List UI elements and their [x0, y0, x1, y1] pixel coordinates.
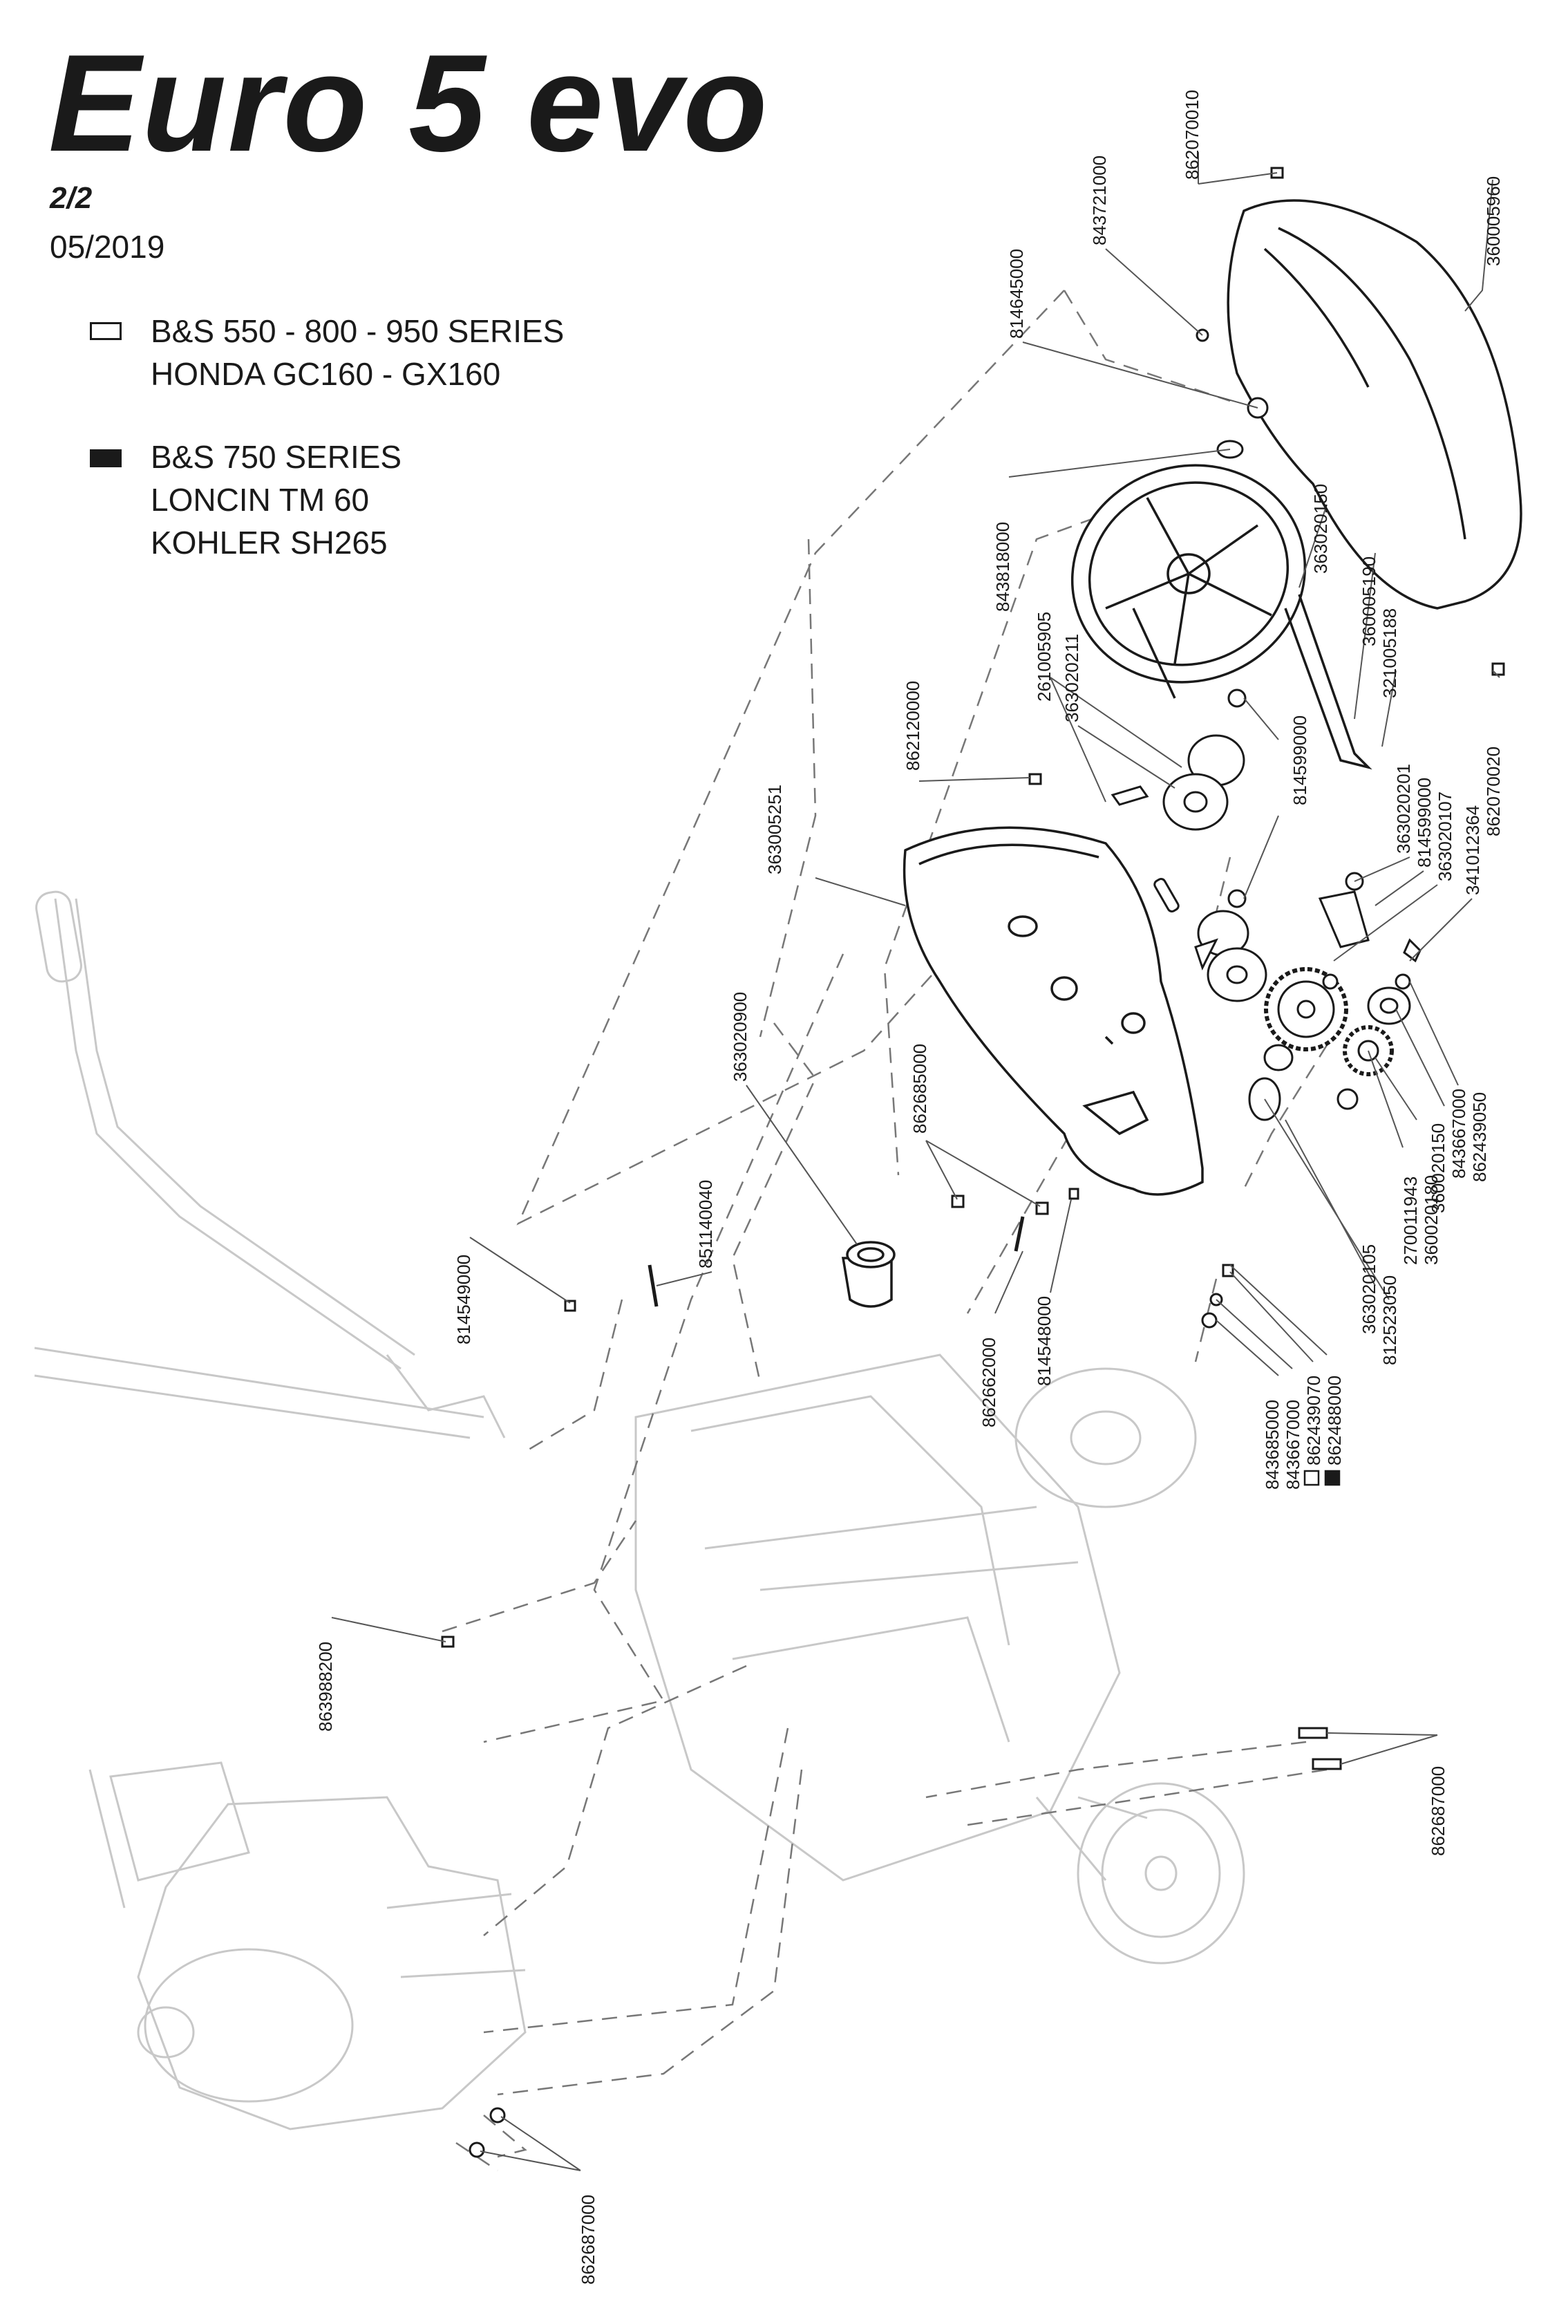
part-label: 862439050 [1469, 1092, 1490, 1182]
part-label: 321005188 [1379, 608, 1400, 698]
legend-open-line-1: B&S 550 - 800 - 950 SERIES [151, 313, 565, 349]
legend-filled-line-3: KOHLER SH265 [151, 525, 388, 561]
part-label: 814549000 [453, 1255, 474, 1344]
legend-open-line-2: HONDA GC160 - GX160 [151, 356, 501, 392]
part-label: 360005190 [1359, 556, 1379, 646]
part-label: 862120000 [903, 681, 923, 771]
ghost-machine [34, 890, 1245, 2130]
part-label: 862070010 [1182, 90, 1202, 180]
part-label: 862685000 [909, 1044, 930, 1134]
part-label: 843667000 [1448, 1089, 1469, 1179]
part-labels: 862070010 843721000 814645000 360005960 … [315, 90, 1504, 2285]
part-label: 814599000 [1414, 778, 1435, 868]
variant-markers [1303, 1470, 1341, 1486]
model-title: Euro 5 evo [48, 26, 769, 180]
open-swatch-icon [90, 322, 122, 340]
page-number: 2/2 [50, 181, 93, 215]
part-label: 862662000 [979, 1338, 999, 1427]
revision-date: 05/2019 [50, 229, 165, 265]
leader-lines [331, 152, 1500, 2171]
part-label: 843721000 [1089, 156, 1110, 245]
drive-belt [1284, 594, 1372, 770]
drive-pulley [1070, 464, 1307, 699]
part-label: 843667000 [1283, 1400, 1303, 1490]
part-label: 862070020 [1483, 747, 1504, 836]
legend-filled-line-1: B&S 750 SERIES [151, 439, 402, 475]
filled-swatch-icon [90, 449, 122, 467]
part-label: 862488000 [1324, 1376, 1345, 1465]
part-label: 862439070 [1303, 1376, 1324, 1465]
part-label: 363020107 [1435, 791, 1455, 881]
part-label: 363020150 [1310, 484, 1331, 574]
part-label: 341012364 [1462, 805, 1483, 895]
idler-parts [1111, 688, 1370, 1002]
part-label: 812523050 [1379, 1275, 1400, 1365]
gear-set [1248, 938, 1421, 1121]
part-label: 843685000 [1262, 1400, 1283, 1490]
part-label: 814599000 [1290, 715, 1310, 805]
inner-casing [903, 826, 1204, 1196]
part-label: 814645000 [1006, 249, 1027, 339]
filled-variant-icon [1324, 1470, 1341, 1486]
part-label: 862687000 [1428, 1766, 1448, 1856]
part-label: 851140040 [695, 1180, 716, 1268]
part-label: 363020900 [730, 992, 750, 1082]
part-label: 363020211 [1061, 634, 1082, 722]
part-label: 862687000 [578, 2195, 598, 2285]
legend-filled-group: B&S 750 SERIES LONCIN TM 60 KOHLER SH265 [151, 435, 402, 564]
part-label: 863988200 [315, 1642, 336, 1732]
legend-filled-line-2: LONCIN TM 60 [151, 482, 370, 518]
belt-cover [1227, 199, 1522, 610]
part-label: 360020150 [1428, 1123, 1448, 1213]
legend-open-group: B&S 550 - 800 - 950 SERIES HONDA GC160 -… [151, 310, 564, 395]
part-label: 363020105 [1359, 1244, 1379, 1334]
part-label: 843818000 [992, 522, 1013, 612]
open-variant-icon [1303, 1470, 1320, 1486]
part-label: 360005960 [1483, 176, 1504, 266]
part-label: 814548000 [1034, 1296, 1055, 1386]
bushing [841, 1241, 896, 1308]
part-label: 363005251 [764, 785, 785, 874]
part-label: 360020180 [1421, 1175, 1442, 1265]
fasteners [441, 167, 1505, 2158]
part-label: 261005905 [1034, 612, 1055, 702]
part-label: 270011943 [1400, 1177, 1421, 1265]
part-label: 363020201 [1393, 764, 1414, 854]
